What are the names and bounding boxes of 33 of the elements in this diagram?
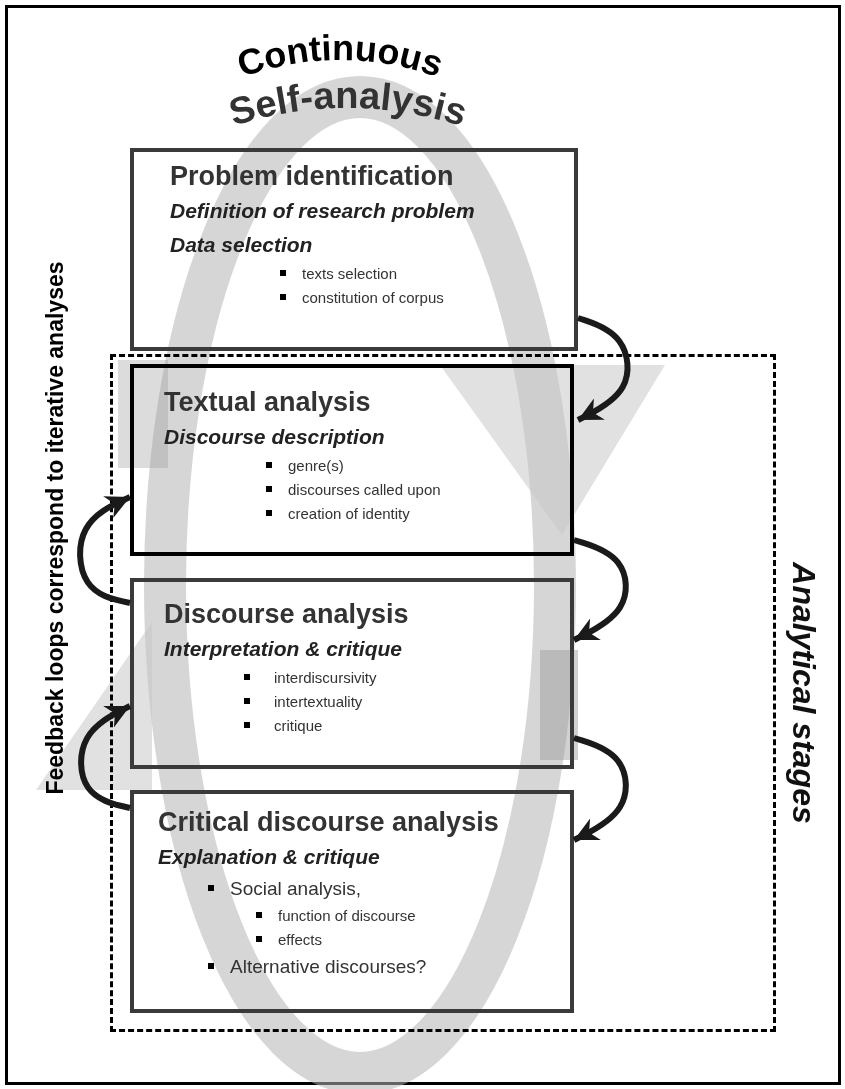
group-heading: Analytical stages (784, 562, 822, 824)
curved-arrow (572, 735, 629, 843)
arched-title: Self-analysis (224, 74, 472, 134)
bullet-item: Social analysis, (208, 874, 361, 904)
stage-title: Problem identification (170, 160, 454, 193)
stage-box (130, 364, 574, 556)
bullet-item: function of discourse (256, 904, 416, 928)
stage-subtitle: Interpretation & critique (164, 636, 403, 662)
bullet-item: constitution of corpus (280, 286, 444, 310)
bullet-item: intertextuality (244, 690, 363, 714)
bullet-item: genre(s) (266, 454, 344, 478)
stage-title: Discourse analysis (164, 598, 409, 631)
stage-subtitle: Data selection (170, 232, 313, 258)
bullet-item: critique (244, 714, 323, 738)
stage-box (130, 578, 574, 769)
stage-box (130, 790, 574, 1013)
bullet-item: effects (256, 928, 322, 952)
curved-arrow (77, 494, 132, 606)
stage-title: Textual analysis (164, 386, 371, 419)
bullet-item: interdiscursivity (244, 666, 377, 690)
stage-title: Critical discourse analysis (158, 806, 499, 839)
bullet-item: Alternative discourses? (208, 952, 427, 982)
bullet-item: texts selection (280, 262, 398, 286)
stage-box (130, 148, 578, 351)
stage-subtitle: Discourse description (164, 424, 385, 450)
side-note: Feedback loops correspond to iterative analyses (41, 261, 69, 795)
curved-arrow (78, 703, 132, 811)
curved-arrow (576, 315, 631, 423)
bullet-item: creation of identity (266, 502, 410, 526)
stage-subtitle: Definition of research problem (170, 198, 475, 224)
bullet-item: discourses called upon (266, 478, 441, 502)
curved-arrow (572, 537, 629, 643)
stage-subtitle: Explanation & critique (158, 844, 380, 870)
